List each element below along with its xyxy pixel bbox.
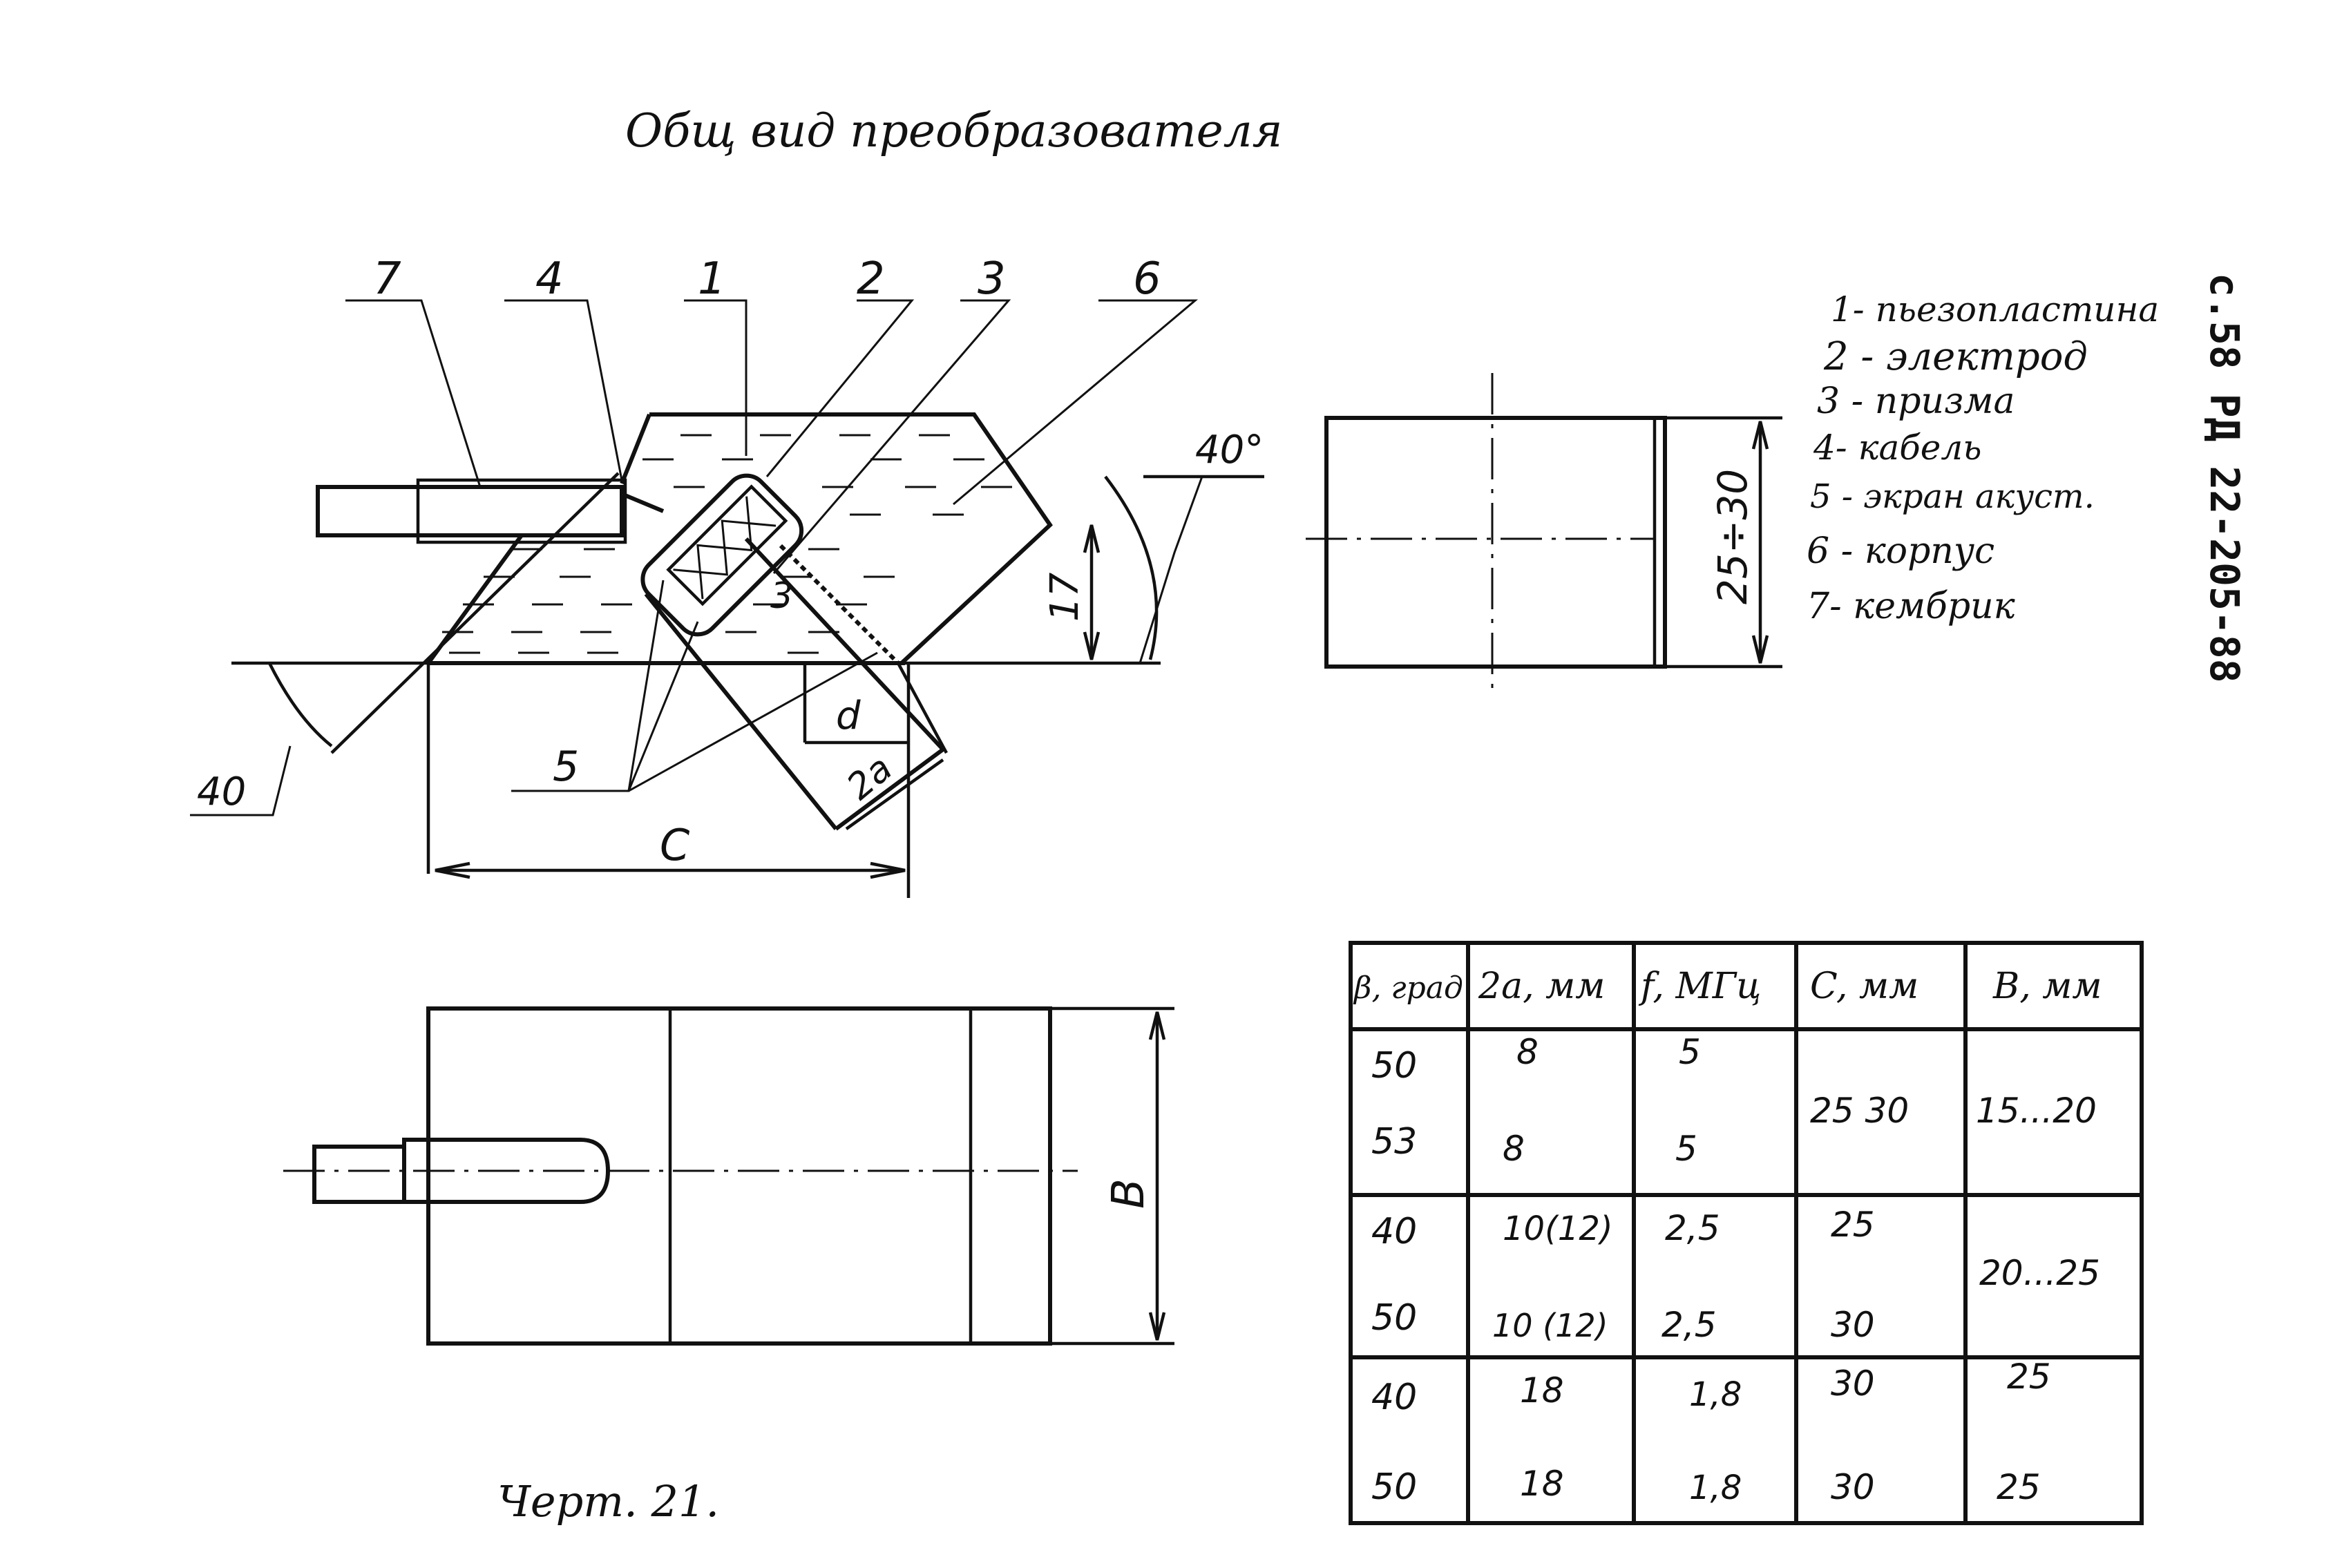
table-header-f: f, МГц: [1638, 966, 1761, 1007]
callout-5: 5: [553, 743, 579, 791]
table-cell: 53: [1371, 1121, 1417, 1163]
table-cell: 18: [1520, 1464, 1564, 1504]
table-header-c: C, мм: [1810, 966, 1918, 1007]
dimension-17: 17: [1042, 572, 1087, 622]
table-cell: 2,5: [1665, 1208, 1720, 1248]
table-cell: 2,5: [1661, 1305, 1717, 1345]
prism: [640, 473, 804, 637]
table-cell: 10(12): [1503, 1210, 1613, 1248]
parts-legend: 1- пьезопластина 2 - электрод 3 - призма…: [1807, 289, 2159, 627]
legend-item-3: 3 - призма: [1817, 381, 2015, 422]
leaders: [190, 299, 1203, 816]
table-cell: 50: [1371, 1466, 1417, 1508]
callout-3-inner: 3: [770, 575, 793, 617]
callout-6: 6: [1133, 254, 1161, 305]
table-header-b: B, мм: [1992, 966, 2102, 1007]
table-cell: 10 (12): [1492, 1307, 1608, 1344]
cable: [316, 478, 665, 544]
plan-view: B: [283, 1006, 1174, 1346]
housing-hatching: [442, 434, 1012, 654]
table-cell: 1,8: [1689, 1469, 1742, 1507]
parameters-table: β, град 2a, мм f, МГц C, мм B, мм 50 8 5…: [1349, 941, 2144, 1525]
angle-label-bottom: 40: [197, 769, 246, 814]
dimension-B: B: [1103, 1178, 1154, 1209]
table-cell: 30: [1831, 1467, 1875, 1507]
table-cell-merged: 15...20: [1976, 1091, 2097, 1131]
legend-item-4: 4- кабель: [1813, 428, 1981, 468]
table-cell: 1,8: [1689, 1375, 1742, 1414]
legend-item-7: 7- кембрик: [1807, 586, 2016, 627]
legend-item-5: 5 - экран акуст.: [1810, 477, 2095, 516]
table-cell: 25: [2007, 1357, 2051, 1397]
dimension-d: d: [836, 694, 861, 738]
angle-label-top: 40°: [1195, 428, 1264, 472]
callout-3: 3: [978, 254, 1006, 305]
table-header-2a: 2a, мм: [1478, 966, 1605, 1007]
table-cell: 8: [1516, 1032, 1539, 1072]
table-cell: 25: [1997, 1467, 2041, 1507]
table-cell: 5: [1679, 1032, 1701, 1072]
table-cell-merged: 25 30: [1810, 1091, 1909, 1131]
callout-4: 4: [535, 254, 564, 305]
table-cell: 40: [1371, 1211, 1417, 1252]
callout-2: 2: [857, 254, 885, 305]
table-cell: 25: [1831, 1205, 1875, 1245]
section-view: 7 4 1 2 3 6 5 3 40° 40 17 d 2a C: [190, 254, 1264, 898]
table-cell: 5: [1675, 1129, 1697, 1169]
table-cell: 30: [1831, 1305, 1875, 1345]
figure-caption: Черт. 21.: [497, 1476, 719, 1527]
dimension-C: C: [660, 820, 690, 870]
drawing-title: Общ вид преобразователя: [625, 104, 1282, 157]
table-cell: 50: [1371, 1045, 1417, 1087]
callout-1: 1: [698, 254, 726, 305]
table-cell: 30: [1831, 1364, 1875, 1404]
front-view: 25÷30: [1306, 373, 1782, 691]
table-cell-merged: 20...25: [1979, 1253, 2100, 1293]
legend-item-1: 1- пьезопластина: [1831, 289, 2159, 329]
legend-item-2: 2 - электрод: [1823, 334, 2088, 379]
table-cell: 50: [1371, 1297, 1417, 1339]
document-side-label: с.58 РД 22-205-88: [2201, 273, 2248, 683]
dimension-2a: 2a: [839, 747, 900, 808]
callout-7: 7: [373, 254, 401, 305]
table-cell: 40: [1371, 1377, 1417, 1418]
dimension-25-30: 25÷30: [1709, 469, 1756, 604]
table-header-beta: β, град: [1353, 971, 1463, 1006]
table-cell: 8: [1503, 1129, 1525, 1169]
table-cell: 18: [1520, 1370, 1564, 1411]
legend-item-6: 6 - корпус: [1807, 530, 1994, 572]
